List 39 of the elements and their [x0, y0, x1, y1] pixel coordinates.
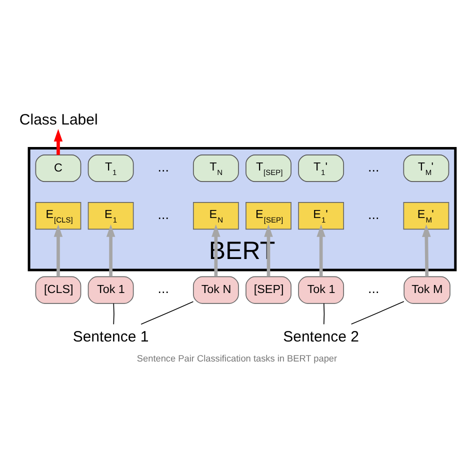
node-box: Tok N: [192, 276, 239, 304]
node-box: Tok 1: [298, 276, 344, 304]
arrow: [264, 224, 273, 276]
connector: [323, 302, 325, 324]
node-text: Class Label: [19, 110, 98, 128]
arrow: [212, 224, 220, 276]
label: ...: [368, 158, 380, 174]
arrow: [106, 224, 116, 276]
label: ...: [368, 280, 380, 296]
arrow: [422, 224, 431, 276]
node-box: Tok M: [404, 276, 450, 304]
node-text: Sentence 2: [283, 328, 360, 345]
label: ...: [158, 280, 169, 296]
label: ...: [368, 206, 380, 222]
node-box: T$_{M}$': [403, 154, 450, 182]
node-box: [SEP]: [246, 276, 292, 304]
connector: [113, 302, 114, 324]
node-box: E$_{1}$: [88, 202, 134, 230]
node-box: T$_{[SEP]}$: [246, 154, 292, 182]
node-box: E$_{[CLS]}$: [35, 202, 82, 230]
arrow: [54, 128, 63, 154]
node-box: C: [35, 154, 82, 182]
node-box: E$_{M}$': [403, 202, 450, 230]
node-box: T$_{N}$: [192, 154, 239, 182]
arrow: [54, 224, 63, 276]
label: ...: [158, 206, 169, 222]
connector: [350, 300, 404, 324]
arrow: [316, 224, 326, 276]
node-box: E$_{N}$: [192, 202, 239, 230]
node-box: Tok 1: [88, 276, 134, 304]
node-box: E$_{[SEP]}$: [246, 202, 292, 230]
label: ...: [158, 158, 169, 174]
connector: [140, 300, 194, 324]
node-text: Sentence 1: [72, 328, 149, 345]
node-box: E$_{1}$': [298, 202, 344, 230]
node-box: [CLS]: [35, 276, 82, 304]
node-box: T$_{1}$': [298, 154, 344, 182]
caption: Sentence Pair Classification tasks in BERT paper: [136, 353, 338, 364]
node-box: T$_{1}$: [88, 154, 134, 182]
